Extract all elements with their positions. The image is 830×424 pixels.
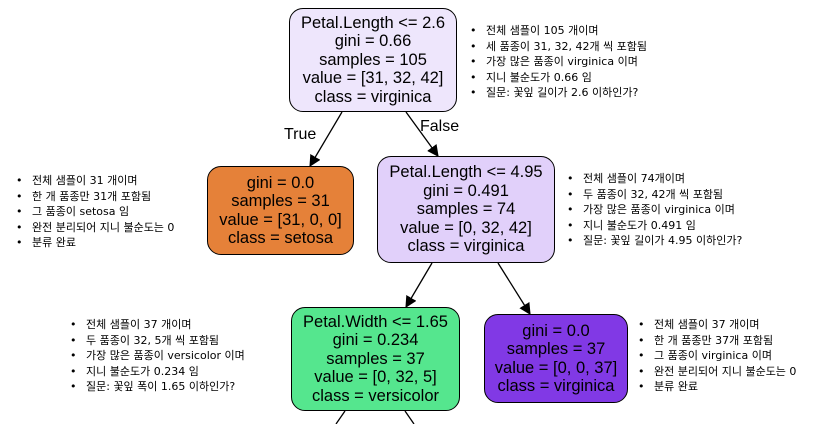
node-right1-split: Petal.Length <= 4.95 bbox=[389, 163, 543, 182]
note-item: 전체 샘플이 37 개이며 bbox=[638, 317, 796, 333]
note-item: 전체 샘플이 37 개이며 bbox=[70, 317, 245, 333]
note-item: 가장 많은 품종이 virginica 이며 bbox=[567, 202, 742, 218]
note-item: 그 품종이 setosa 임 bbox=[16, 204, 174, 220]
node-versicolor-samples: samples = 37 bbox=[326, 349, 425, 368]
note-item: 세 품종이 31, 32, 42개 씩 포함됨 bbox=[470, 39, 647, 55]
edge-versicolor-right-child bbox=[404, 410, 415, 424]
notes-versicolor: 전체 샘플이 37 개이며 두 품종이 32, 5개 씩 포함됨 가장 많은 품… bbox=[70, 317, 245, 395]
note-item: 두 품종이 32, 5개 씩 포함됨 bbox=[70, 333, 245, 349]
note-item: 분류 완료 bbox=[16, 235, 174, 251]
note-item: 질문: 꽃잎 길이가 2.6 이하인가? bbox=[470, 85, 647, 101]
notes-setosa-leaf: 전체 샘플이 31 개이며 한 개 품종만 31개 포함됨 그 품종이 seto… bbox=[16, 173, 174, 251]
tree-node-virginica-leaf: gini = 0.0 samples = 37 value = [0, 0, 3… bbox=[484, 314, 628, 403]
note-item: 완전 분리되어 지니 불순도는 0 bbox=[16, 220, 174, 236]
edge-right1-to-versicolor bbox=[405, 262, 433, 309]
node-versicolor-gini: gini = 0.234 bbox=[332, 331, 419, 350]
edge-right1-to-virginica bbox=[497, 262, 531, 315]
note-item: 한 개 품종만 37개 포함됨 bbox=[638, 333, 796, 349]
node-setosa-samples: samples = 31 bbox=[231, 192, 330, 210]
node-root-value: value = [31, 32, 42] bbox=[302, 69, 444, 88]
node-virginica-samples: samples = 37 bbox=[506, 340, 606, 358]
node-right1-value: value = [0, 32, 42] bbox=[400, 218, 532, 237]
node-versicolor-value: value = [0, 32, 5] bbox=[314, 368, 437, 387]
node-root-samples: samples = 105 bbox=[319, 50, 427, 69]
node-setosa-gini: gini = 0.0 bbox=[246, 173, 315, 192]
node-root-gini: gini = 0.66 bbox=[334, 32, 412, 51]
tree-node-setosa-leaf: gini = 0.0 samples = 31 value = [31, 0, … bbox=[207, 166, 354, 255]
node-versicolor-split: Petal.Width <= 1.65 bbox=[303, 312, 448, 331]
node-versicolor-class: class = versicolor bbox=[312, 386, 439, 405]
note-item: 전체 샘플이 74개이며 bbox=[567, 171, 742, 187]
note-item: 그 품종이 virginica 이며 bbox=[638, 348, 796, 364]
notes-right1: 전체 샘플이 74개이며 두 품종이 32, 42개 씩 포함됨 가장 많은 품… bbox=[567, 171, 742, 249]
node-virginica-gini: gini = 0.0 bbox=[522, 321, 590, 340]
node-right1-samples: samples = 74 bbox=[416, 200, 516, 219]
edge-label-true: True bbox=[284, 126, 317, 143]
note-item: 완전 분리되어 지니 불순도는 0 bbox=[638, 364, 796, 380]
node-setosa-class: class = setosa bbox=[227, 229, 333, 247]
note-item: 두 품종이 32, 42개 씩 포함됨 bbox=[567, 187, 742, 203]
node-right1-class: class = virginica bbox=[407, 237, 525, 256]
node-setosa-value: value = [31, 0, 0] bbox=[219, 210, 342, 229]
notes-root: 전체 샘플이 105 개이며 세 품종이 31, 32, 42개 씩 포함됨 가… bbox=[470, 23, 647, 101]
node-root-split: Petal.Length <= 2.6 bbox=[300, 13, 446, 32]
note-item: 질문: 꽃잎 길이가 4.95 이하인가? bbox=[567, 233, 742, 249]
edge-versicolor-left-child bbox=[335, 410, 346, 424]
node-root-class: class = virginica bbox=[314, 87, 432, 106]
note-item: 지니 불순도가 0.234 임 bbox=[70, 364, 245, 380]
edge-label-false: False bbox=[420, 118, 460, 135]
note-item: 가장 많은 품종이 versicolor 이며 bbox=[70, 348, 245, 364]
node-right1-gini: gini = 0.491 bbox=[423, 181, 509, 200]
note-item: 가장 많은 품종이 virginica 이며 bbox=[470, 54, 647, 70]
node-virginica-class: class = virginica bbox=[497, 377, 615, 395]
note-item: 지니 불순도가 0.66 임 bbox=[470, 70, 647, 86]
note-item: 지니 불순도가 0.491 임 bbox=[567, 218, 742, 234]
node-virginica-value: value = [0, 0, 37] bbox=[494, 358, 618, 377]
tree-node-right1: Petal.Length <= 4.95 gini = 0.491 sample… bbox=[377, 156, 555, 263]
note-item: 분류 완료 bbox=[638, 379, 796, 395]
note-item: 전체 샘플이 105 개이며 bbox=[470, 23, 647, 39]
tree-node-versicolor: Petal.Width <= 1.65 gini = 0.234 samples… bbox=[291, 307, 460, 411]
note-item: 전체 샘플이 31 개이며 bbox=[16, 173, 174, 189]
tree-node-root: Petal.Length <= 2.6 gini = 0.66 samples … bbox=[289, 8, 457, 112]
note-item: 한 개 품종만 31개 포함됨 bbox=[16, 189, 174, 205]
note-item: 질문: 꽃잎 폭이 1.65 이하인가? bbox=[70, 379, 245, 395]
notes-virginica-leaf: 전체 샘플이 37 개이며 한 개 품종만 37개 포함됨 그 품종이 virg… bbox=[638, 317, 796, 395]
